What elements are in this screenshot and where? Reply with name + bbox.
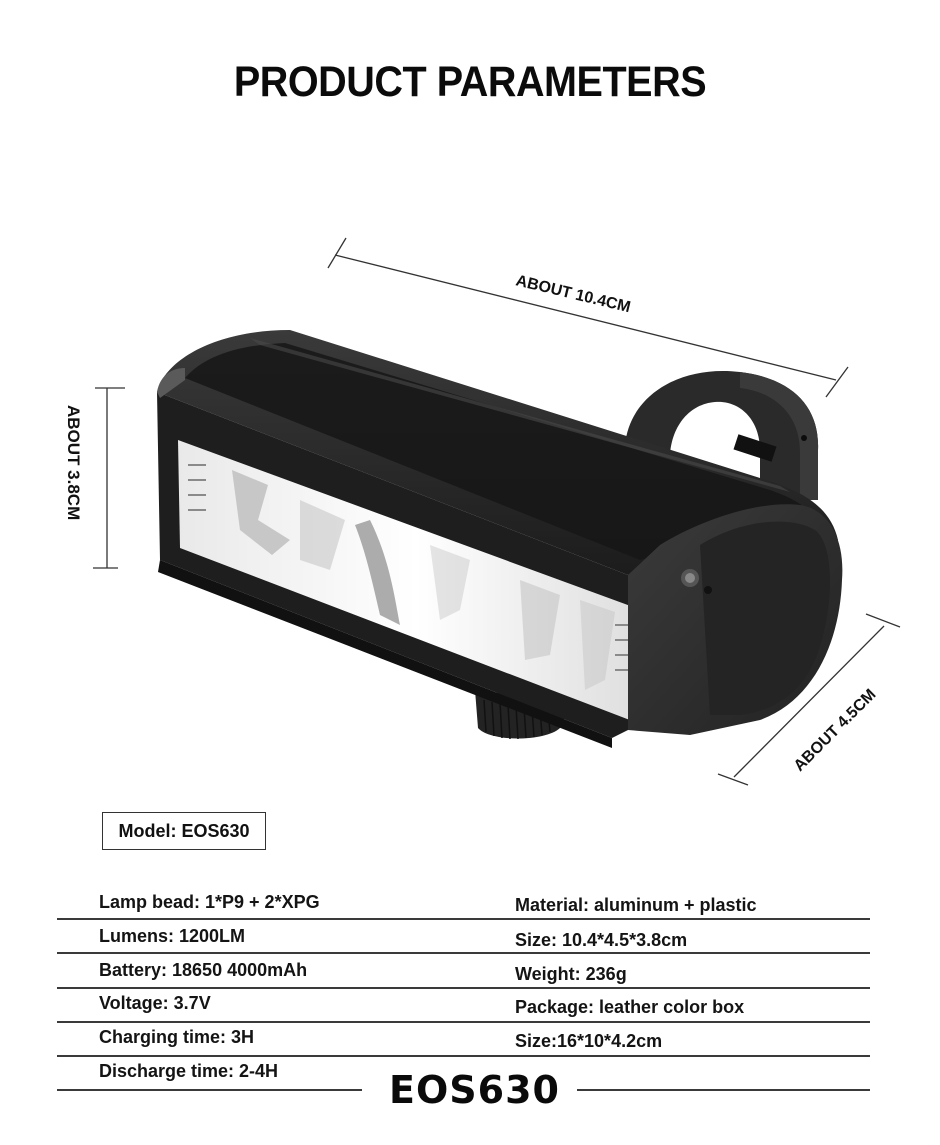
lens <box>178 440 655 722</box>
spec-charging-time: Charging time: 3H <box>99 1027 255 1047</box>
spec-battery: Battery: 18650 4000mAh <box>99 960 308 980</box>
spec-row: Discharge time: 2-4H <box>57 1057 870 1091</box>
height-dimension-line: ABOUT 3.8CM <box>64 387 125 569</box>
handlebar-clamp <box>625 370 819 500</box>
spec-lumens: Lumens: 1200LM <box>99 926 246 946</box>
page-title: PRODUCT PARAMETERS <box>233 58 707 106</box>
row-divider <box>577 1089 870 1091</box>
depth-label: ABOUT 4.5CM <box>791 686 880 775</box>
spec-row: Lumens: 1200LM Size: 10.4*4.5*3.8cm <box>57 920 870 954</box>
spec-row: Lamp bead: 1*P9 + 2*XPG Material: alumin… <box>57 885 870 919</box>
spec-material: Material: aluminum + plastic <box>515 895 757 915</box>
lamp-body <box>157 330 843 748</box>
length-label: ABOUT 10.4CM <box>514 272 632 316</box>
spec-voltage: Voltage: 3.7V <box>99 993 211 1013</box>
spec-row: Battery: 18650 4000mAh Weight: 236g <box>57 954 870 988</box>
footer-model-name: EOS630 <box>389 1068 560 1112</box>
row-divider <box>57 918 870 920</box>
spec-lamp-bead: Lamp bead: 1*P9 + 2*XPG <box>99 892 320 912</box>
spec-package: Package: leather color box <box>515 997 745 1017</box>
spec-discharge-time: Discharge time: 2-4H <box>99 1061 279 1081</box>
row-divider <box>57 1089 362 1091</box>
spec-row: Voltage: 3.7V Package: leather color box <box>57 989 870 1023</box>
spec-package-size: Size:16*10*4.2cm <box>515 1031 663 1051</box>
spec-size: Size: 10.4*4.5*3.8cm <box>515 930 688 950</box>
spec-row: Charging time: 3H Size:16*10*4.2cm <box>57 1023 870 1057</box>
row-divider <box>57 987 870 989</box>
product-illustration: ABOUT 10.4CM ABOUT 3.8CM ABOUT 4.5CM <box>64 237 901 786</box>
row-divider <box>57 1055 870 1057</box>
row-divider <box>57 952 870 954</box>
model-label-box: Model: EOS630 <box>102 812 266 850</box>
height-label: ABOUT 3.8CM <box>64 405 83 520</box>
spec-weight: Weight: 236g <box>515 964 627 984</box>
row-divider <box>57 1021 870 1023</box>
